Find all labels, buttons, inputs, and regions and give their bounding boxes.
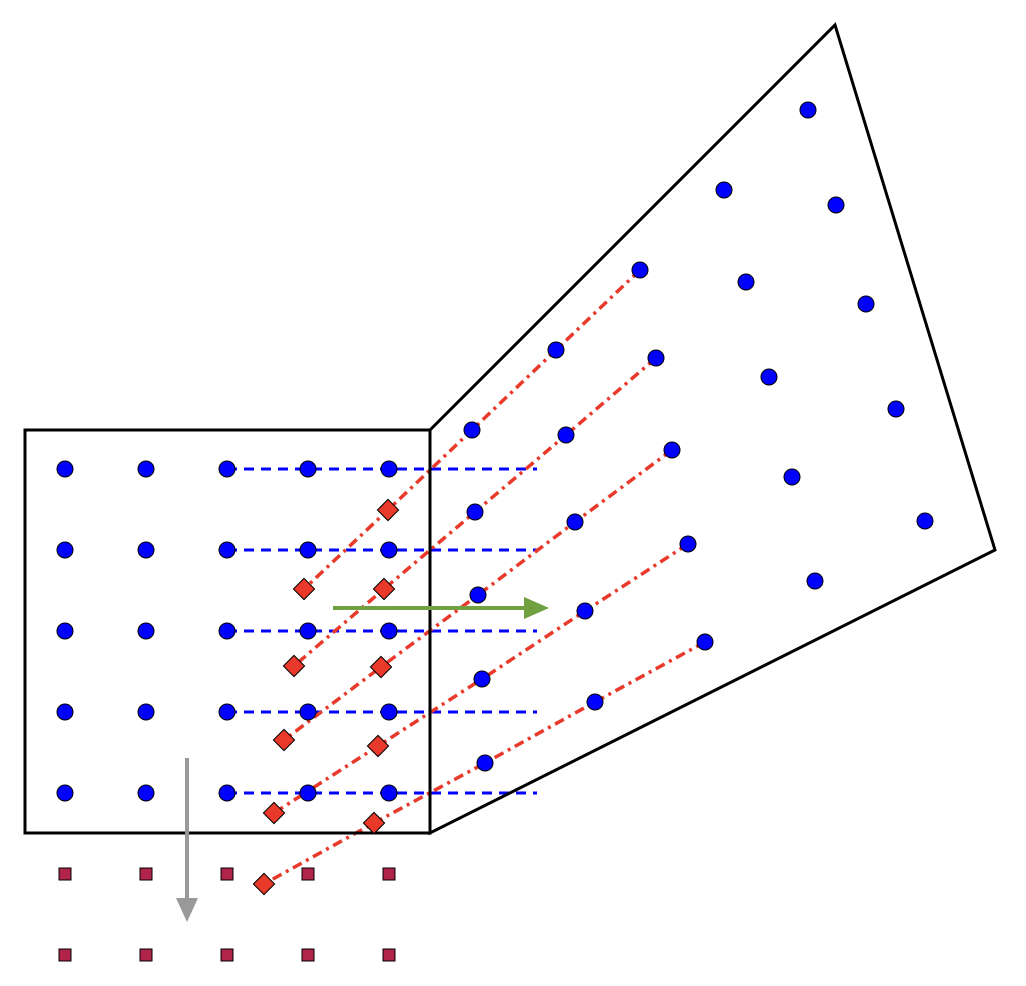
mapped-diamond-marker <box>366 734 390 758</box>
target-grid-point <box>887 400 905 418</box>
target-grid-point <box>760 368 778 386</box>
source-grid-point <box>218 622 236 640</box>
lower-square-marker <box>139 948 153 962</box>
source-grid-point <box>56 622 74 640</box>
lower-square-marker <box>58 948 72 962</box>
target-grid-point <box>466 503 484 521</box>
target-grid-point <box>799 101 817 119</box>
lower-square-marker <box>139 867 153 881</box>
mapped-diamond-marker <box>262 801 286 825</box>
target-quadrilateral <box>428 22 997 836</box>
source-grid-point <box>218 784 236 802</box>
lower-square-marker <box>58 867 72 881</box>
mapped-diamond-marker <box>372 577 396 601</box>
lower-square-marker <box>382 948 396 962</box>
downward-arrow <box>176 758 198 922</box>
lower-square-marker <box>301 948 315 962</box>
mapped-diamond-marker <box>252 872 276 896</box>
target-grid-point <box>916 512 934 530</box>
target-grid-point <box>476 754 494 772</box>
target-grid-point <box>806 572 824 590</box>
source-grid-point <box>218 703 236 721</box>
source-grid-point <box>218 541 236 559</box>
lower-square-marker <box>382 867 396 881</box>
mapped-diamond-marker <box>292 577 316 601</box>
source-grid-point <box>380 622 398 640</box>
arrow-head-icon <box>176 898 198 922</box>
source-grid-point <box>380 460 398 478</box>
source-grid-point <box>299 541 317 559</box>
source-grid-point <box>299 784 317 802</box>
target-grid-point <box>566 513 584 531</box>
lower-square-marker <box>301 867 315 881</box>
target-grid-point <box>715 181 733 199</box>
target-grid-point <box>647 349 665 367</box>
source-grid-point <box>299 460 317 478</box>
mapped-diamond-marker <box>362 811 386 835</box>
source-grid-point <box>380 541 398 559</box>
target-grid-point <box>576 602 594 620</box>
target-grid-point <box>663 441 681 459</box>
source-grid-point <box>137 460 155 478</box>
mapping-line <box>263 640 706 886</box>
source-grid-point <box>299 622 317 640</box>
source-grid-point <box>137 622 155 640</box>
target-grid-point <box>679 535 697 553</box>
target-grid-point <box>631 261 649 279</box>
source-grid-point <box>137 703 155 721</box>
target-grid-point <box>473 670 491 688</box>
mapped-diamond-marker <box>376 498 400 522</box>
lower-square-marker <box>220 867 234 881</box>
target-grid-point <box>827 196 845 214</box>
source-grid-point <box>56 784 74 802</box>
arrow-head-icon <box>524 597 549 619</box>
source-grid-point <box>380 703 398 721</box>
target-grid-point <box>469 586 487 604</box>
target-grid-point <box>857 295 875 313</box>
source-grid-point <box>137 541 155 559</box>
source-grid-point <box>56 541 74 559</box>
source-grid-point <box>299 703 317 721</box>
target-grid-point <box>783 468 801 486</box>
target-grid-point <box>463 421 481 439</box>
target-grid-point <box>737 273 755 291</box>
source-grid-point <box>56 460 74 478</box>
source-grid-point <box>137 784 155 802</box>
lower-square-marker <box>220 948 234 962</box>
target-grid-point <box>586 693 604 711</box>
source-grid-point <box>218 460 236 478</box>
mapped-diamond-marker <box>272 728 296 752</box>
mapped-diamond-marker <box>369 655 393 679</box>
source-grid-point <box>380 784 398 802</box>
target-grid-point <box>696 633 714 651</box>
target-grid-point <box>557 426 575 444</box>
target-grid-point <box>547 341 565 359</box>
mapped-diamond-marker <box>282 654 306 678</box>
translation-arrow <box>333 597 549 619</box>
source-grid-point <box>56 703 74 721</box>
